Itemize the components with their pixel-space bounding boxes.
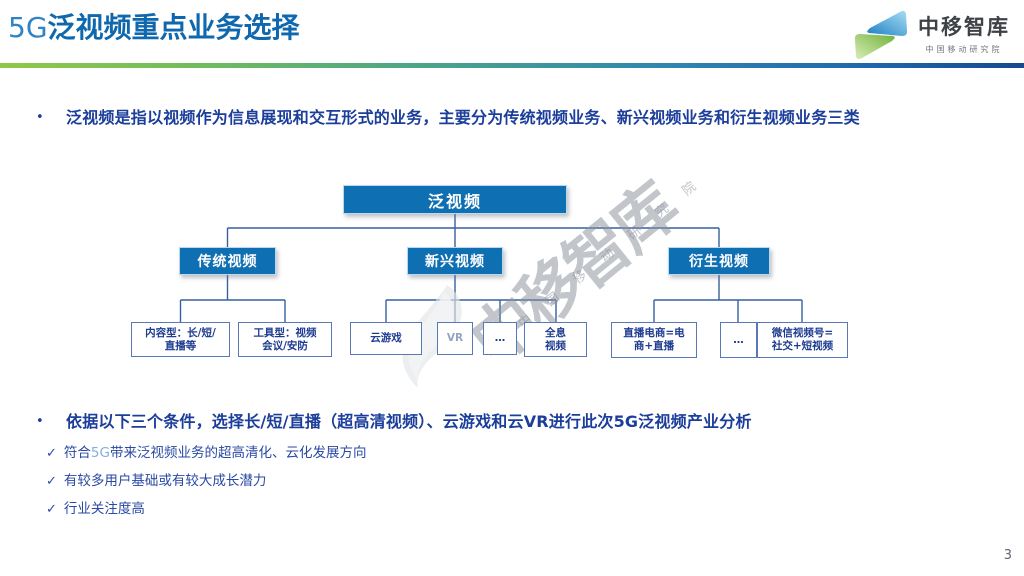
leaf-vr: VR	[437, 322, 473, 355]
leaf-ellipsis-emerging: …	[483, 322, 517, 355]
bullet-text-definition: 泛视频是指以视频作为信息展现和交互形式的业务，主要分为传统视频业务、新兴视频业务…	[66, 108, 860, 127]
leaf-wechat-channels: 微信视频号= 社交+短视频	[757, 322, 848, 358]
logo-swoosh-icon	[854, 10, 908, 60]
node-derivative-video: 衍生视频	[668, 247, 770, 275]
check-icon: ✓	[46, 474, 57, 489]
leaf-content-type: 内容型：长/短/ 直播等	[131, 322, 230, 357]
logo-name: 中移智库	[918, 15, 1010, 40]
logo-subtitle: 中国移动研究院	[925, 44, 1003, 54]
bullet-marker: •	[36, 110, 44, 125]
leaf-tool-type: 工具型：视频 会议/安防	[238, 322, 332, 357]
node-traditional-video: 传统视频	[179, 247, 276, 275]
checklist-item-1: ✓ 符合5G带来泛视频业务的超高清化、云化发展方向	[46, 444, 366, 463]
watermark-swoosh-icon	[402, 285, 462, 388]
watermark-main-text: 中移智库	[457, 171, 691, 380]
bullet-text-criteria: 依据以下三个条件，选择长/短/直播（超高清视频）、云游戏和云VR进行此次5G泛视…	[66, 412, 752, 431]
checklist-item-1-accent: 5G	[90, 445, 110, 461]
leaf-live-ecommerce: 直播电商=电 商+直播	[611, 322, 697, 358]
company-logo: 中移智库 中国移动研究院	[852, 8, 1010, 62]
checklist-item-1-prefix: 符合	[63, 445, 91, 461]
node-pan-video: 泛视频	[343, 185, 567, 214]
leaf-ellipsis-derivative: …	[720, 322, 757, 358]
leaf-cloud-gaming: 云游戏	[350, 322, 422, 355]
logo-text-block: 中移智库 中国移动研究院	[918, 15, 1010, 54]
bullet-marker: •	[36, 414, 44, 429]
checklist-item-1-suffix: 带来泛视频业务的超高清化、云化发展方向	[109, 445, 367, 461]
watermark-sub-text: 中 国 移 动 研 究 院	[515, 173, 707, 332]
header-gradient-rule	[0, 63, 1024, 68]
page-title-accent: 5G	[8, 11, 48, 44]
checklist-item-3-text: 行业关注度高	[63, 501, 145, 517]
checklist-item-2: ✓ 有较多用户基础或有较大成长潜力	[46, 472, 366, 491]
checklist-item-1-text: 符合5G带来泛视频业务的超高清化、云化发展方向	[64, 444, 367, 462]
node-emerging-video: 新兴视频	[407, 247, 503, 275]
check-icon: ✓	[46, 446, 57, 461]
bullet-item-definition: • 泛视频是指以视频作为信息展现和交互形式的业务，主要分为传统视频业务、新兴视频…	[32, 107, 992, 129]
check-icon: ✓	[46, 502, 57, 517]
leaf-holographic-video: 全息 视频	[524, 322, 587, 357]
checklist-item-3: ✓ 行业关注度高	[46, 500, 366, 519]
page-title: 5G泛视频重点业务选择	[8, 10, 300, 46]
page-number: 3	[1003, 548, 1012, 563]
criteria-checklist: ✓ 符合5G带来泛视频业务的超高清化、云化发展方向 ✓ 有较多用户基础或有较大成…	[46, 444, 366, 528]
page-title-text: 泛视频重点业务选择	[47, 11, 300, 44]
checklist-item-2-text: 有较多用户基础或有较大成长潜力	[63, 473, 267, 489]
bullet-item-criteria: • 依据以下三个条件，选择长/短/直播（超高清视频）、云游戏和云VR进行此次5G…	[32, 411, 992, 433]
